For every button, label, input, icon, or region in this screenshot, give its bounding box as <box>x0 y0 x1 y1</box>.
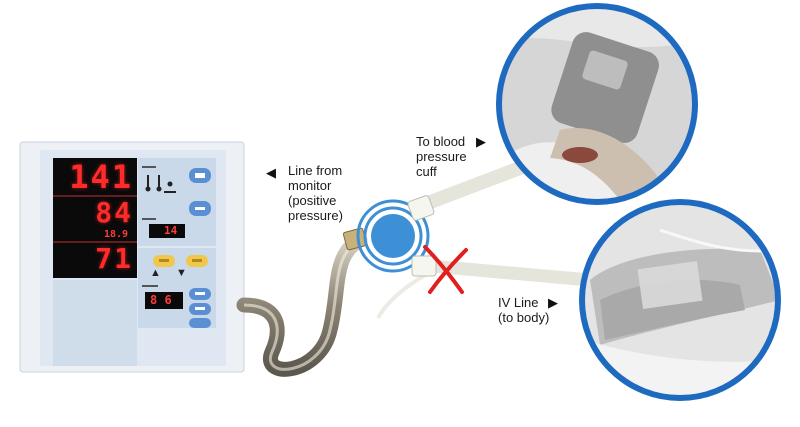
pointer-right-icon-2: ▶ <box>548 295 558 310</box>
down-arrow-icon: ▼ <box>176 267 187 279</box>
pointer-left-icon: ◀ <box>266 165 276 180</box>
monitor-device <box>19 141 245 373</box>
readout-a-panel <box>149 224 185 238</box>
to-blood-pressure-cuff-label: To blood pressure cuff <box>416 134 467 179</box>
pointer-right-icon: ▶ <box>476 134 486 149</box>
readout-a: 14 <box>164 224 178 237</box>
iv-hand-photo <box>579 199 781 401</box>
mode-button-5 <box>189 318 211 328</box>
heart-rate-readout: 71 <box>95 242 133 275</box>
connector-hub <box>356 199 430 273</box>
line-from-monitor-label: Line from monitor (positive pressure) <box>288 163 343 223</box>
aux-readout: 18.9 <box>104 229 129 240</box>
systolic-readout: 141 <box>69 158 133 196</box>
brass-fitting <box>342 227 368 251</box>
cuff-line <box>407 161 527 221</box>
diastolic-readout: 84 <box>95 196 133 229</box>
blocked-cross-icon <box>423 245 468 294</box>
cuff-photo <box>496 3 698 205</box>
display-panel <box>53 158 137 278</box>
readout-b: 8 6 <box>150 293 172 307</box>
iv-line-label: IV Line (to body) <box>498 295 550 325</box>
up-arrow-icon: ▲ <box>150 267 161 279</box>
readout-b-panel <box>145 292 183 309</box>
